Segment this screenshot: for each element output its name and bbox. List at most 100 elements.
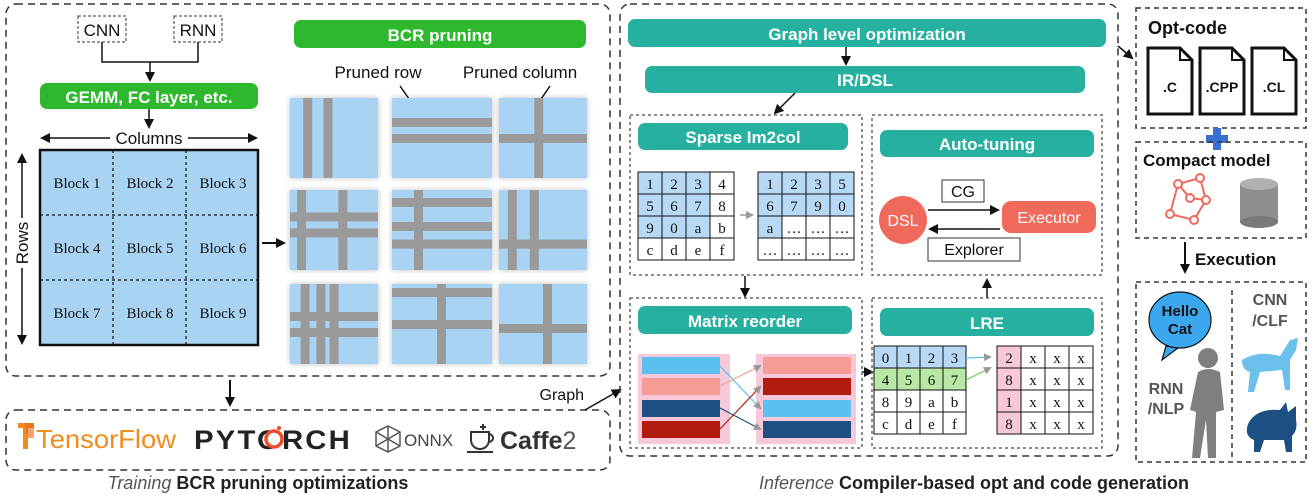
graph-level-label: Graph level optimization bbox=[768, 25, 965, 44]
plus-icon bbox=[1206, 128, 1228, 150]
hello-cat-line2: Cat bbox=[1168, 321, 1192, 338]
block-label: Block 6 bbox=[199, 241, 247, 257]
sparse-im2col-label: Sparse Im2col bbox=[685, 128, 800, 147]
pruned-block bbox=[499, 284, 587, 364]
grid-cell bbox=[709, 237, 735, 261]
reorder-link bbox=[719, 365, 762, 410]
grid-cell-value: c bbox=[882, 417, 889, 433]
block-matrix bbox=[38, 148, 260, 347]
block-label: Block 5 bbox=[126, 241, 173, 257]
inference-panel bbox=[619, 3, 1119, 457]
grid-cell-value: d bbox=[905, 417, 913, 433]
grid-cell-value: 7 bbox=[694, 199, 702, 215]
compact-model-panel bbox=[1135, 141, 1307, 239]
grid-cell-value: 1 bbox=[766, 177, 774, 193]
grid-cell-value: 9 bbox=[905, 395, 913, 411]
training-panel bbox=[5, 3, 611, 377]
merge-connector bbox=[101, 42, 199, 80]
grid-cell-value: 6 bbox=[928, 373, 936, 389]
grid-cell-value: f bbox=[720, 243, 725, 259]
rnn-nlp-line2: /NLP bbox=[1148, 401, 1185, 418]
tensorflow-icon bbox=[18, 423, 34, 449]
grid-cell-value: x bbox=[1053, 373, 1061, 389]
columns-label: Columns bbox=[115, 129, 182, 148]
grid-cell-value: x bbox=[1029, 395, 1037, 411]
sparse-im2col-panel bbox=[629, 114, 863, 276]
reorder-row bbox=[642, 400, 720, 417]
pruned-column-stripe bbox=[529, 190, 539, 270]
grid-cell-value: c bbox=[647, 243, 654, 259]
grid-cell-value: x bbox=[1053, 351, 1061, 367]
reorder-row bbox=[763, 378, 851, 395]
execution-label: Execution bbox=[1195, 250, 1276, 269]
compact-model-label: Compact model bbox=[1143, 151, 1271, 170]
speech-bubble-icon bbox=[1148, 291, 1212, 362]
grid-cell-value: 3 bbox=[814, 177, 822, 193]
pruned-block bbox=[392, 98, 492, 178]
grid-cell-value: 2 bbox=[670, 177, 678, 193]
gemm-label: GEMM, FC layer, etc. bbox=[65, 88, 232, 107]
hello-cat-line1: Hello bbox=[1162, 303, 1199, 320]
cnn-clf-line1: CNN bbox=[1253, 292, 1288, 309]
executor-label: Executor bbox=[1017, 210, 1081, 227]
pruned-row-stripe bbox=[392, 320, 492, 329]
grid-cell-value: … bbox=[763, 243, 778, 259]
grid-cell-value: a bbox=[928, 395, 935, 411]
code-file-icon: .CPP bbox=[1198, 46, 1246, 116]
sparse-im2col-box bbox=[638, 123, 848, 150]
file-extension-label: .CL bbox=[1263, 79, 1286, 95]
block-label: Block 8 bbox=[126, 306, 173, 322]
tensorflow-label: TensorFlow bbox=[36, 424, 176, 454]
opt-code-label: Opt-code bbox=[1148, 18, 1227, 38]
cnn-clf-line2: /CLF bbox=[1252, 313, 1288, 330]
grid-cell-value: x bbox=[1029, 373, 1037, 389]
pytorch-flame-icon bbox=[264, 426, 284, 449]
grid-cell-value: x bbox=[1053, 417, 1061, 433]
reorder-row bbox=[763, 357, 851, 374]
code-file-icon: .CL bbox=[1250, 46, 1298, 116]
onnx-label: ONNX bbox=[404, 431, 453, 450]
grid-cell bbox=[942, 411, 967, 435]
grid-cell-value: … bbox=[787, 243, 802, 259]
grid-cell-value: 2 bbox=[1005, 351, 1013, 367]
training-caption: Training BCR pruning optimizations bbox=[108, 473, 409, 493]
grid-cell-value: x bbox=[1077, 373, 1085, 389]
person-silhouette-icon bbox=[1190, 348, 1224, 458]
grid-cell-value: 8 bbox=[1005, 417, 1013, 433]
graph-level-box bbox=[628, 19, 1106, 47]
code-file-icon: .C bbox=[1146, 46, 1194, 116]
executor-node bbox=[1002, 201, 1096, 233]
auto-tuning-label: Auto-tuning bbox=[939, 135, 1035, 154]
grid-cell-value: 5 bbox=[646, 199, 654, 215]
cg-label: CG bbox=[951, 184, 975, 201]
pruned-block bbox=[290, 98, 378, 178]
grid-cell-value: … bbox=[835, 221, 850, 237]
opt-code-panel bbox=[1135, 7, 1307, 129]
pruned-row-stripe bbox=[499, 324, 587, 333]
grid-cell-value: a bbox=[695, 221, 702, 237]
pruned-column-stripe bbox=[316, 284, 326, 364]
pruned-block bbox=[392, 190, 492, 270]
grid-cell-value: 3 bbox=[694, 177, 702, 193]
block-label: Block 3 bbox=[199, 176, 246, 192]
grid-cell-value: x bbox=[1077, 417, 1085, 433]
grid-cell-value: 6 bbox=[670, 199, 678, 215]
pruned-column-stripe bbox=[329, 284, 339, 364]
grid-cell-value: 8 bbox=[882, 395, 890, 411]
lre-box bbox=[880, 308, 1094, 336]
explorer-label: Explorer bbox=[944, 242, 1004, 259]
caffe2-label: Caffe2 bbox=[500, 427, 576, 455]
grid-cell-value: x bbox=[1029, 417, 1037, 433]
pruned-row-stripe bbox=[290, 328, 378, 337]
to-optcode-arrow bbox=[1117, 45, 1134, 60]
grid-cell-value: 5 bbox=[838, 177, 846, 193]
grid-cell-value: 0 bbox=[838, 199, 846, 215]
grid-cell-value: 1 bbox=[646, 177, 654, 193]
pruned-column-label: Pruned column bbox=[463, 63, 577, 82]
caffe2-cup-icon bbox=[467, 424, 494, 453]
grid-cell-value: 8 bbox=[718, 199, 726, 215]
reorder-row bbox=[642, 357, 720, 374]
